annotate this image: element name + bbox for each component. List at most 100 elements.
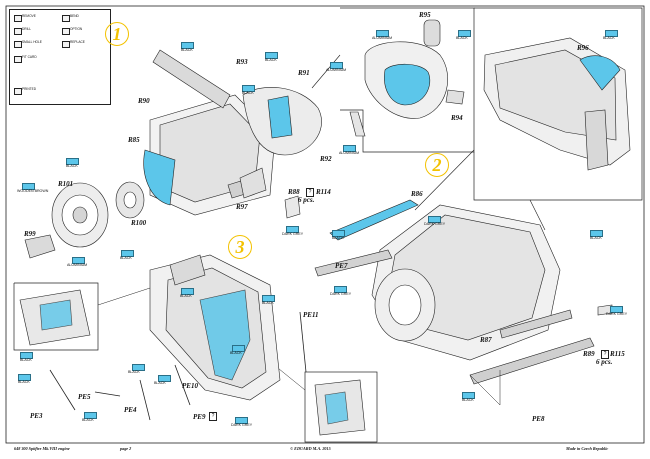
label-r101: R101	[58, 180, 74, 188]
bend-icon	[62, 15, 70, 22]
part-chip	[376, 30, 389, 37]
colour-tag: BLACK	[181, 48, 193, 52]
part-chip	[242, 85, 255, 92]
callout-line	[529, 199, 546, 231]
colour-tag: BLACK	[462, 398, 474, 402]
drill-icon	[14, 28, 22, 35]
colour-tag: BLACK	[332, 236, 344, 240]
legend-item: DRILL	[22, 27, 32, 31]
colour-tag: DARK GREY	[231, 423, 253, 427]
printed-icon	[14, 88, 22, 95]
colour-tag: BLACK	[82, 418, 94, 422]
part-chip	[66, 158, 79, 165]
rod-pe3	[49, 369, 76, 411]
callout-line	[414, 149, 475, 211]
colour-tag: BLACK	[18, 380, 30, 384]
label-r88: R88	[288, 188, 300, 196]
engine-step-2	[284, 195, 613, 385]
replace-icon	[62, 41, 70, 48]
colour-tag: DARK GREY	[330, 292, 352, 296]
part-chip	[332, 230, 345, 237]
colour-tag: BLACK	[128, 370, 140, 374]
colour-tag: BLACK	[180, 294, 192, 298]
callout-line	[97, 287, 151, 306]
legend-item: REPLACE	[70, 40, 85, 44]
engine-inset-magneto	[364, 19, 465, 119]
inset-frame-bottom-left	[13, 282, 99, 351]
part-chip	[181, 288, 194, 295]
part-chip	[121, 250, 134, 257]
part-chip	[84, 412, 97, 419]
legend-item: REMOVE	[22, 14, 36, 18]
label-r95: R95	[419, 11, 431, 19]
part-chip	[458, 30, 471, 37]
inset-frame-top-right	[340, 7, 475, 153]
label-pe9: PE9	[193, 413, 206, 421]
label-r86: R86	[411, 190, 423, 198]
label-r87: R87	[480, 336, 492, 344]
part-chip	[235, 417, 248, 424]
rod-pe10	[174, 364, 191, 406]
colour-tag: BLACK	[154, 381, 166, 385]
rod-pe11	[299, 311, 307, 373]
label-r88-quantity: 6 pcs.	[298, 196, 315, 204]
small-hole-icon	[14, 41, 22, 48]
colour-tag: BLACK	[265, 58, 277, 62]
fit-card-icon	[14, 56, 22, 63]
part-chip	[132, 364, 145, 371]
label-r91: R91	[298, 69, 310, 77]
engine-inset-right	[483, 37, 631, 171]
colour-tag: DARK GREY	[606, 312, 628, 316]
step-number-1: 1	[105, 22, 129, 46]
rod-pe5	[94, 391, 121, 397]
footer-page-number: page 2	[120, 446, 132, 451]
part-chip	[343, 145, 356, 152]
step-number-3: 3	[228, 235, 252, 259]
label-r92: R92	[320, 155, 332, 163]
legend-item: SMALL HOLE	[22, 40, 42, 44]
callout-line	[311, 54, 341, 89]
part-chip	[286, 226, 299, 233]
legend-item: FIT CARD	[22, 55, 37, 59]
option-box: ?	[601, 350, 609, 359]
label-pe11: PE11	[303, 311, 319, 319]
engine-step-3	[19, 254, 366, 436]
colour-tag: DARK GREY	[424, 222, 446, 226]
label-pe8: PE8	[532, 415, 545, 423]
remove-icon	[14, 15, 22, 22]
leader-line	[469, 374, 501, 406]
part-chip	[72, 257, 85, 264]
engine-step-1	[143, 49, 366, 216]
legend-item: OPTION	[70, 27, 83, 31]
part-chip	[18, 374, 31, 381]
footer-origin: Made in Czech Republic	[566, 446, 609, 451]
colour-tag: WOODEN BROWN	[17, 189, 49, 193]
label-r96: R96	[577, 44, 589, 52]
part-chip	[262, 295, 275, 302]
colour-tag: BLACK	[456, 36, 468, 40]
part-chip	[232, 345, 245, 352]
colour-tag: BLACK	[20, 358, 32, 362]
step-number-2: 2	[425, 153, 449, 177]
footer-kit-title: 648 300 Spitfire Mk.VIII engine	[14, 446, 70, 451]
part-chip	[158, 375, 171, 382]
part-chip	[181, 42, 194, 49]
part-chip	[462, 392, 475, 399]
page-frame	[5, 5, 645, 444]
label-r90: R90	[138, 97, 150, 105]
colour-tag: BLACK	[242, 91, 254, 95]
colour-tag: ALUMINIUM	[339, 151, 360, 155]
label-r97: R97	[236, 203, 248, 211]
label-r94: R94	[451, 114, 463, 122]
label-r100: R100	[131, 219, 147, 227]
part-chip	[265, 52, 278, 59]
label-r115: R115	[610, 350, 625, 358]
colour-tag: DARK GREY	[282, 232, 304, 236]
colour-tag: BLACK	[262, 301, 274, 305]
part-chip	[330, 62, 343, 69]
part-chip	[22, 183, 35, 190]
part-chip	[590, 230, 603, 237]
legend-item: PRINTED	[22, 87, 36, 91]
colour-tag: BLACK	[603, 36, 615, 40]
part-chip	[20, 352, 33, 359]
